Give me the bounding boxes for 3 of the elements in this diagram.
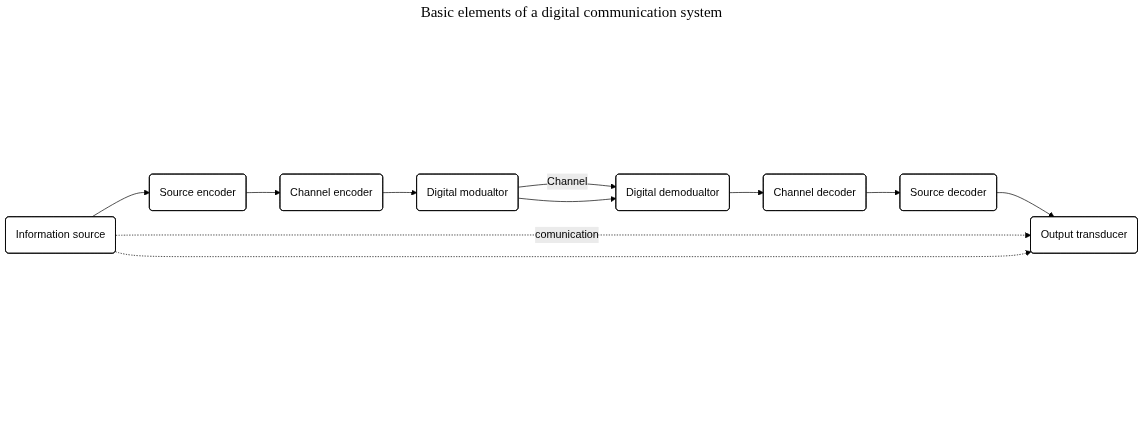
note-text: Basic elements of a digital communication system (419, 4, 724, 21)
edge-label: comunication (535, 228, 599, 241)
edge-label: Channel (547, 175, 588, 187)
